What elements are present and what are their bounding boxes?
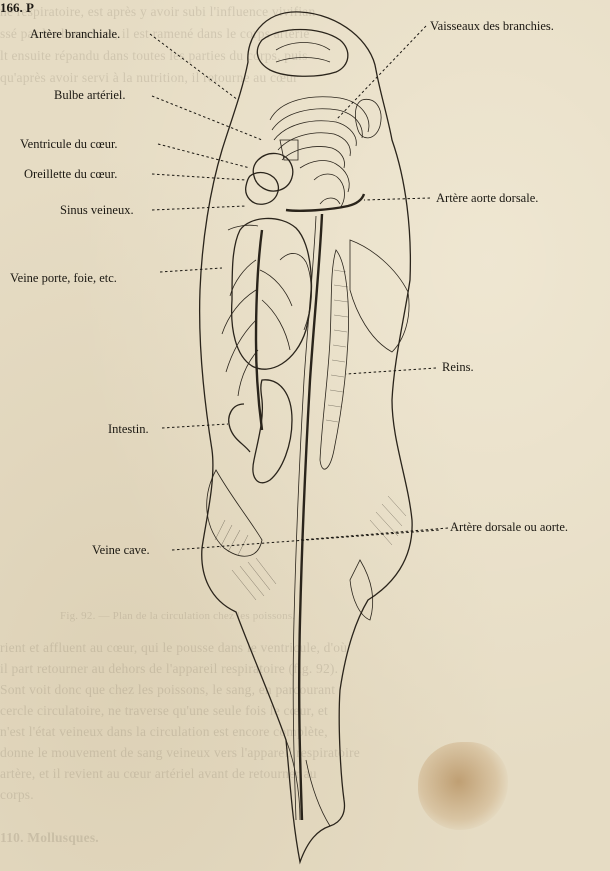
label-ventricule-du-coeur: Ventricule du cœur. xyxy=(20,137,118,152)
intestine xyxy=(229,253,311,482)
kidneys xyxy=(320,250,349,469)
label-vaisseaux-des-branchies: Vaisseaux des branchies. xyxy=(430,19,554,34)
label-sinus-veineux: Sinus veineux. xyxy=(60,203,134,218)
dorsal-aorta xyxy=(286,194,364,820)
gill-vessels xyxy=(270,97,369,208)
label-arteriole-branchiale: Artère branchiale. xyxy=(30,27,120,42)
label-artere-dorsale-ou-aorte: Artère dorsale ou aorte. xyxy=(450,520,568,535)
label-oreillette-du-coeur: Oreillette du cœur. xyxy=(24,167,117,182)
heart xyxy=(246,140,298,204)
label-bulbe-arteriel: Bulbe artériel. xyxy=(54,88,126,103)
label-reins: Reins. xyxy=(442,360,474,375)
fish-head xyxy=(257,30,381,138)
label-intestin: Intestin. xyxy=(108,422,149,437)
label-veine-cave: Veine cave. xyxy=(92,543,150,558)
liver-and-portal-vein xyxy=(222,218,311,430)
label-artere-aorte-dorsale: Artère aorte dorsale. xyxy=(436,191,538,206)
label-veine-porte: Veine porte, foie, etc. xyxy=(10,271,117,286)
